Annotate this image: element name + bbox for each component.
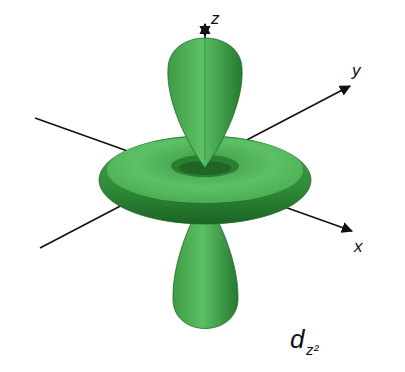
axis-label: z xyxy=(211,10,220,27)
axes xyxy=(35,24,352,248)
orbital-subscript: z² xyxy=(306,342,319,357)
lobe-seam xyxy=(205,34,206,160)
axis-label: y xyxy=(352,62,361,79)
axis-label: x xyxy=(354,238,363,255)
orbital-name: d xyxy=(290,326,304,352)
z-axis-tip xyxy=(204,24,206,36)
